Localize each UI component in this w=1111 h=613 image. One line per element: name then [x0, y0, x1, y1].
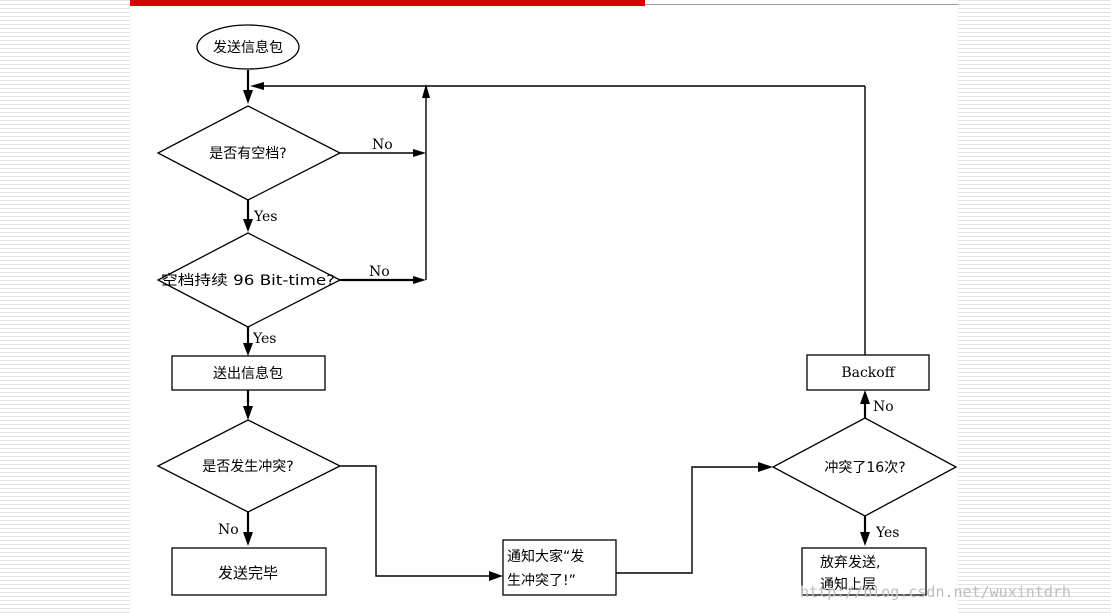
arrowhead-send-in — [243, 343, 253, 356]
label-no-collision: No — [218, 522, 239, 538]
process-backoff — [806, 354, 930, 391]
start-label: 发送信息包 — [213, 39, 283, 56]
arrowhead-idle-in — [243, 90, 253, 104]
label-no-96: No — [369, 264, 390, 280]
connectors — [243, 70, 870, 581]
arrowhead-96-no — [413, 276, 426, 284]
left-striped-margin — [0, 0, 130, 613]
label-no-idle: No — [372, 137, 393, 153]
process-backoff-label: Backoff — [841, 365, 895, 381]
top-gray-line — [645, 4, 958, 5]
process-send-done — [171, 547, 327, 596]
label-yes-16: Yes — [875, 525, 900, 541]
process-send-packet-label: 送出信息包 — [213, 365, 283, 382]
decision-96-bit-time — [156, 232, 342, 328]
arrowhead-done-in — [243, 532, 253, 546]
decision-idle-label: 是否有空档? — [209, 146, 286, 162]
decision-96-bit-time-label: 空档持续 96 Bit-time? — [161, 272, 335, 289]
decision-collision — [156, 419, 342, 513]
arrowhead-return-main — [250, 82, 264, 90]
process-send-done-label: 发送完毕 — [218, 564, 278, 582]
right-striped-margin — [958, 0, 1111, 613]
decision-idle — [156, 105, 342, 201]
process-send-packet — [171, 355, 326, 391]
arrowhead-notify-in — [489, 571, 503, 581]
connector-collision-yes — [340, 465, 490, 577]
connector-notify-to-16 — [616, 466, 760, 574]
process-notify-all-line1: 通知大家“发 — [507, 548, 584, 565]
start-terminal — [196, 24, 300, 70]
label-no-16: No — [873, 399, 894, 415]
process-give-up-line1: 放弃发送, — [820, 555, 880, 571]
arrowhead-idle-no — [413, 149, 426, 157]
arrowhead-96-in — [243, 219, 253, 232]
decision-16-collisions-label: 冲突了16次? — [824, 460, 905, 476]
arrowhead-retry-up — [422, 84, 430, 98]
decision-16-collisions — [771, 417, 958, 517]
label-yes-96: Yes — [252, 331, 277, 347]
process-give-up — [801, 547, 927, 596]
decision-collision-label: 是否发生冲突? — [202, 459, 293, 475]
arrowhead-giveup-in — [860, 532, 870, 546]
arrowhead-collision-in — [243, 406, 253, 420]
label-yes-idle: Yes — [253, 209, 278, 225]
process-give-up-line2: 通知上层 — [820, 576, 876, 593]
process-notify-all-line2: 生冲突了!” — [507, 573, 576, 589]
process-notify-all — [502, 539, 617, 596]
watermark: http://blog.csdn.net/wuxintdrh — [800, 583, 1071, 601]
arrowhead-backoff-in — [860, 390, 870, 404]
top-red-bar — [130, 0, 645, 6]
arrowhead-16-in — [758, 462, 773, 472]
